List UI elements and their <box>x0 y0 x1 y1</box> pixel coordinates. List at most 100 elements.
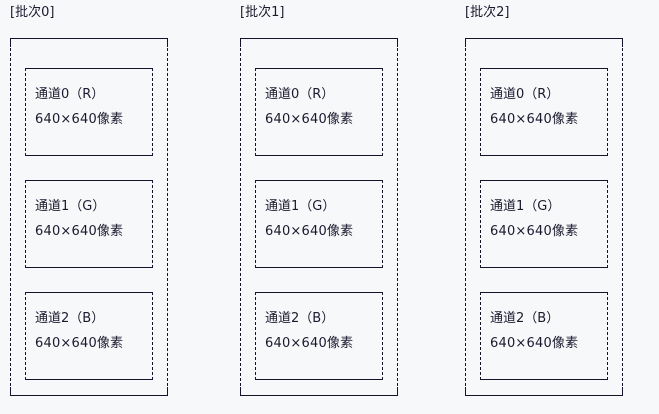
channel-box: 通道2（B） 640×640像素 <box>255 292 383 380</box>
batch-box-corner-top-left <box>10 38 11 47</box>
channel-text-block: 通道2（B） 640×640像素 <box>35 306 143 356</box>
channel-box-bottom-edge <box>25 155 153 156</box>
channel-box-bottom-edge <box>480 267 608 268</box>
channel-name: 通道2（B） <box>35 311 105 326</box>
channel-box-bottom-edge <box>255 379 383 380</box>
channel-box-top-edge <box>480 292 608 293</box>
batch-box-corner-top-left <box>465 38 466 47</box>
channel-box-left-edge <box>255 68 256 156</box>
channel-size: 640×640像素 <box>265 224 354 239</box>
channel-box-right-edge <box>152 292 153 380</box>
batch-box-top-edge <box>240 38 398 39</box>
channel-box-right-edge <box>382 292 383 380</box>
channel-box: 通道2（B） 640×640像素 <box>480 292 608 380</box>
channel-size: 640×640像素 <box>265 336 354 351</box>
batch-box-right-edge <box>622 38 623 396</box>
channel-box: 通道0（R） 640×640像素 <box>480 68 608 156</box>
channel-box-bottom-edge <box>480 155 608 156</box>
channel-box-top-edge <box>25 68 153 69</box>
batch-group-2: [批次2] 通道0（R） 640×640像素 <box>455 0 645 414</box>
batch-box-corner-bottom-right <box>622 387 623 396</box>
channel-text-block: 通道1（G） 640×640像素 <box>35 194 143 244</box>
channel-box-left-edge <box>480 68 481 156</box>
batch-box-bottom-edge <box>10 395 168 396</box>
channel-box-top-edge <box>255 68 383 69</box>
channel-name: 通道0（R） <box>265 87 335 102</box>
batch-title-2: [批次2] <box>465 5 510 20</box>
channel-box-bottom-edge <box>25 267 153 268</box>
channel-text-block: 通道0（R） 640×640像素 <box>490 82 598 132</box>
batch-box-0: 通道0（R） 640×640像素 通道1（G） 640×640像素 <box>10 38 168 396</box>
batch-box-corner-bottom-right <box>397 387 398 396</box>
channel-box-top-edge <box>480 68 608 69</box>
batch-box-left-edge <box>465 38 466 396</box>
batch-box-right-edge <box>397 38 398 396</box>
channel-box-top-edge <box>255 292 383 293</box>
channel-box-top-edge <box>25 180 153 181</box>
channel-size: 640×640像素 <box>490 224 579 239</box>
batch-box-corner-top-right <box>622 38 623 47</box>
channel-name: 通道1（G） <box>490 199 561 214</box>
batch-box-top-edge <box>465 38 623 39</box>
channel-size: 640×640像素 <box>35 112 124 127</box>
channel-box: 通道1（G） 640×640像素 <box>255 180 383 268</box>
batch-box-corner-top-right <box>167 38 168 47</box>
channel-box-bottom-edge <box>480 379 608 380</box>
channel-box-right-edge <box>152 68 153 156</box>
channel-box: 通道1（G） 640×640像素 <box>480 180 608 268</box>
channel-box-left-edge <box>255 180 256 268</box>
channel-text-block: 通道2（B） 640×640像素 <box>490 306 598 356</box>
batch-group-0: [批次0] 通道0（R） 640×640像素 <box>0 0 190 414</box>
channel-box-left-edge <box>255 292 256 380</box>
batch-box-corner-bottom-right <box>167 387 168 396</box>
channel-size: 640×640像素 <box>265 112 354 127</box>
channel-box-right-edge <box>382 68 383 156</box>
batch-box-corner-bottom-left <box>10 387 11 396</box>
channel-box: 通道0（R） 640×640像素 <box>25 68 153 156</box>
channel-size: 640×640像素 <box>35 224 124 239</box>
channel-box-right-edge <box>382 180 383 268</box>
channel-name: 通道0（R） <box>35 87 105 102</box>
channel-box: 通道0（R） 640×640像素 <box>255 68 383 156</box>
batch-title-1: [批次1] <box>240 5 285 20</box>
channel-box-left-edge <box>480 180 481 268</box>
channel-box-top-edge <box>480 180 608 181</box>
channel-text-block: 通道0（R） 640×640像素 <box>35 82 143 132</box>
batch-box-right-edge <box>167 38 168 396</box>
channel-text-block: 通道1（G） 640×640像素 <box>490 194 598 244</box>
batch-box-corner-bottom-left <box>465 387 466 396</box>
channel-box-right-edge <box>607 180 608 268</box>
channel-box-right-edge <box>607 68 608 156</box>
batch-box-left-edge <box>10 38 11 396</box>
channel-box: 通道1（G） 640×640像素 <box>25 180 153 268</box>
channel-name: 通道1（G） <box>35 199 106 214</box>
batch-box-corner-top-left <box>240 38 241 47</box>
channel-box-top-edge <box>25 292 153 293</box>
batch-box-corner-top-right <box>397 38 398 47</box>
channel-text-block: 通道2（B） 640×640像素 <box>265 306 373 356</box>
channel-name: 通道1（G） <box>265 199 336 214</box>
channel-text-block: 通道0（R） 640×640像素 <box>265 82 373 132</box>
batch-box-bottom-edge <box>240 395 398 396</box>
batch-box-2: 通道0（R） 640×640像素 通道1（G） 640×640像素 <box>465 38 623 396</box>
channel-box-top-edge <box>255 180 383 181</box>
channel-box: 通道2（B） 640×640像素 <box>25 292 153 380</box>
channel-size: 640×640像素 <box>490 336 579 351</box>
channel-name: 通道2（B） <box>490 311 560 326</box>
batch-box-bottom-edge <box>465 395 623 396</box>
channel-box-left-edge <box>25 292 26 380</box>
channel-box-right-edge <box>607 292 608 380</box>
channel-box-left-edge <box>25 68 26 156</box>
channel-size: 640×640像素 <box>490 112 579 127</box>
channel-box-right-edge <box>152 180 153 268</box>
channel-name: 通道0（R） <box>490 87 560 102</box>
channel-text-block: 通道1（G） 640×640像素 <box>265 194 373 244</box>
batch-box-left-edge <box>240 38 241 396</box>
channel-size: 640×640像素 <box>35 336 124 351</box>
channel-box-bottom-edge <box>255 267 383 268</box>
channel-name: 通道2（B） <box>265 311 335 326</box>
batch-box-1: 通道0（R） 640×640像素 通道1（G） 640×640像素 <box>240 38 398 396</box>
batch-box-corner-bottom-left <box>240 387 241 396</box>
batch-title-0: [批次0] <box>10 5 55 20</box>
